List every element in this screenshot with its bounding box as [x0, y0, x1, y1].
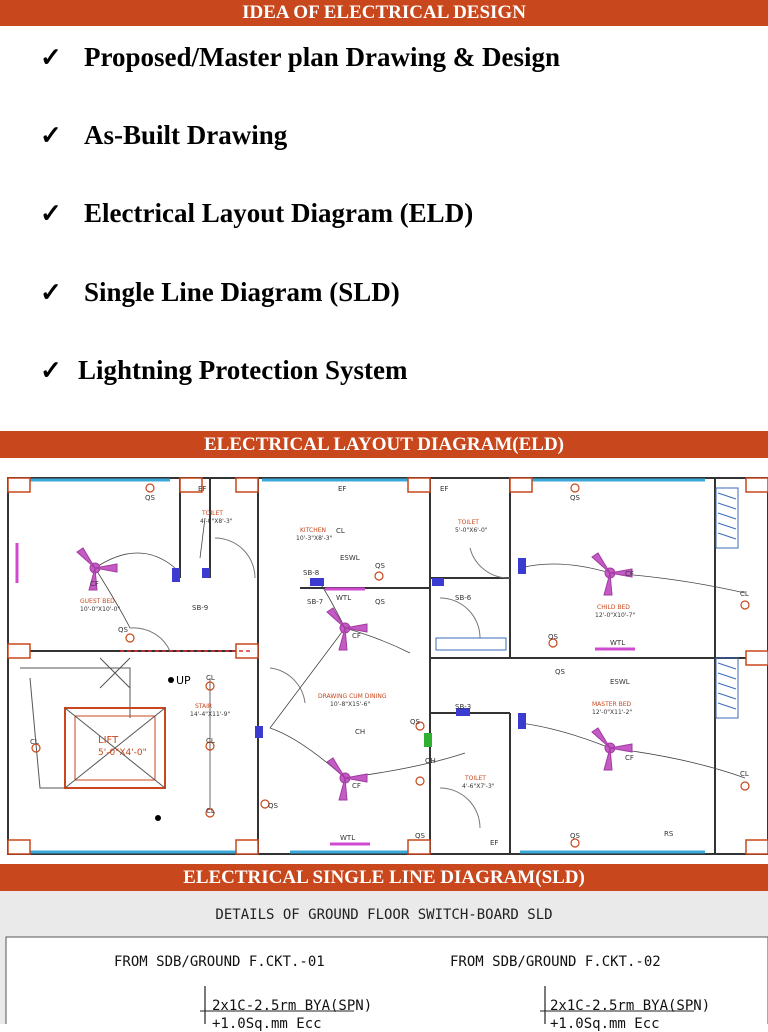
room-label: KITCHEN: [300, 527, 326, 534]
bullet-text: Lightning Protection System: [78, 355, 408, 385]
cf-label: CF: [625, 754, 634, 762]
bullet-item: ✓ Single Line Diagram (SLD): [40, 277, 400, 308]
cl-label: CL: [206, 674, 215, 682]
bullet-item: ✓ Lightning Protection System: [40, 355, 408, 386]
checkmark-icon: ✓: [40, 356, 62, 385]
eswl-label: ESWL: [610, 678, 630, 686]
bullet-text: Electrical Layout Diagram (ELD): [84, 198, 474, 228]
qs-label: QS: [415, 832, 426, 840]
cl-label: CL: [30, 738, 39, 746]
sld-source-2: FROM SDB/GROUND F.CKT.-02: [450, 954, 661, 970]
cf-label: CF: [90, 580, 99, 588]
wtl-label: WTL: [340, 834, 355, 842]
room-size: 12'-0"X10'-7": [595, 612, 635, 619]
room-size: 4'-6"X7'-3": [462, 783, 495, 790]
room-label: LIFT: [98, 735, 119, 746]
room-label: CHILD BED: [597, 604, 630, 611]
checkmark-icon: ✓: [40, 121, 62, 150]
bullet-text: Single Line Diagram (SLD): [84, 277, 400, 307]
sld-frame: [5, 936, 768, 1024]
qs-label: QS: [570, 494, 581, 502]
single-line-diagram: DETAILS OF GROUND FLOOR SWITCH-BOARD SLD…: [0, 891, 768, 1032]
room-size: 10'-0"X10'-0": [80, 606, 120, 613]
bullet-item: ✓ As-Built Drawing: [40, 120, 287, 151]
room-size: 5'-0"X4'-0": [98, 748, 147, 758]
sld-banner: ELECTRICAL SINGLE LINE DIAGRAM(SLD): [0, 864, 768, 891]
ch-label: CH: [355, 728, 365, 736]
floor-plan: GUEST BED 10'-0"X10'-0" TOILET 4'-0"X8'-…: [0, 458, 768, 864]
sld-earth-1: +1.0Sq.mm Ecc: [212, 1016, 322, 1032]
idea-banner: IDEA OF ELECTRICAL DESIGN: [0, 0, 768, 26]
cl-label: CL: [206, 737, 215, 745]
room-label: STAIR: [195, 703, 212, 710]
cl-label: CL: [740, 770, 749, 778]
ef-label: EF: [440, 485, 448, 493]
qs-label: QS: [555, 668, 566, 676]
qs-label: QS: [268, 802, 279, 810]
bullet-list: ✓ Proposed/Master plan Drawing & Design ✓…: [0, 26, 768, 431]
room-size: 12'-0"X11'-2": [592, 709, 632, 716]
sld-cable-1: 2x1C-2.5rm BYA(SPN): [212, 998, 373, 1014]
room-size: 10'-3"X8'-3": [296, 535, 333, 542]
rs-label: RS: [664, 830, 674, 838]
bullet-text: Proposed/Master plan Drawing & Design: [84, 42, 561, 72]
qs-label: QS: [570, 832, 581, 840]
qs-label: QS: [410, 718, 421, 726]
cl-label: CL: [336, 527, 345, 535]
cf-label: CF: [352, 782, 361, 790]
electrical-layout-diagram: GUEST BED 10'-0"X10'-0" TOILET 4'-0"X8'-…: [0, 458, 768, 864]
qs-label: QS: [145, 494, 156, 502]
sb-label: SB-6: [455, 594, 472, 602]
cl-label: CL: [740, 590, 749, 598]
room-label: TOILET: [201, 510, 223, 517]
checkmark-icon: ✓: [40, 278, 62, 307]
bullet-item: ✓ Electrical Layout Diagram (ELD): [40, 198, 473, 229]
sld-cable-2: 2x1C-2.5rm BYA(SPN): [550, 998, 711, 1014]
wtl-label: WTL: [336, 594, 351, 602]
checkmark-icon: ✓: [40, 43, 62, 72]
ef-label: EF: [338, 485, 346, 493]
room-label: DRAWING CUM DINING: [318, 693, 387, 700]
bullet-text: As-Built Drawing: [84, 120, 288, 150]
up-label: UP: [176, 674, 191, 687]
cf-label: CF: [625, 570, 634, 578]
eswl-label: ESWL: [340, 554, 360, 562]
qs-label: QS: [548, 633, 559, 641]
sld-source-1: FROM SDB/GROUND F.CKT.-01: [114, 954, 325, 970]
ef-label: EF: [490, 839, 498, 847]
bullet-item: ✓ Proposed/Master plan Drawing & Design: [40, 42, 560, 73]
qs-label: QS: [375, 598, 386, 606]
qs-label: QS: [118, 626, 129, 634]
room-size: 5'-0"X6'-0": [455, 527, 488, 534]
room-size: 4'-0"X8'-3": [200, 518, 233, 525]
room-size: 10'-8"X15'-6": [330, 701, 370, 708]
room-label: GUEST BED: [80, 598, 115, 605]
ef-label: EF: [198, 485, 206, 493]
cl-label: CL: [206, 807, 215, 815]
qs-label: QS: [375, 562, 386, 570]
cf-label: CF: [352, 632, 361, 640]
room-label: TOILET: [457, 519, 479, 526]
qh-label: QH: [425, 757, 436, 765]
sb-label: SB-8: [303, 569, 319, 577]
sb-label: SB-7: [307, 598, 323, 606]
room-size: 14'-4"X11'-9": [190, 711, 230, 718]
checkmark-icon: ✓: [40, 199, 62, 228]
sld-title: DETAILS OF GROUND FLOOR SWITCH-BOARD SLD: [215, 907, 553, 923]
wtl-label: WTL: [610, 639, 625, 647]
eld-banner: ELECTRICAL LAYOUT DIAGRAM(ELD): [0, 431, 768, 458]
sb-label: SB-9: [192, 604, 208, 612]
room-label: TOILET: [464, 775, 486, 782]
room-label: MASTER BED: [592, 701, 632, 708]
sb-label: SB-3: [455, 703, 471, 711]
sld-earth-2: +1.0Sq.mm Ecc: [550, 1016, 660, 1032]
